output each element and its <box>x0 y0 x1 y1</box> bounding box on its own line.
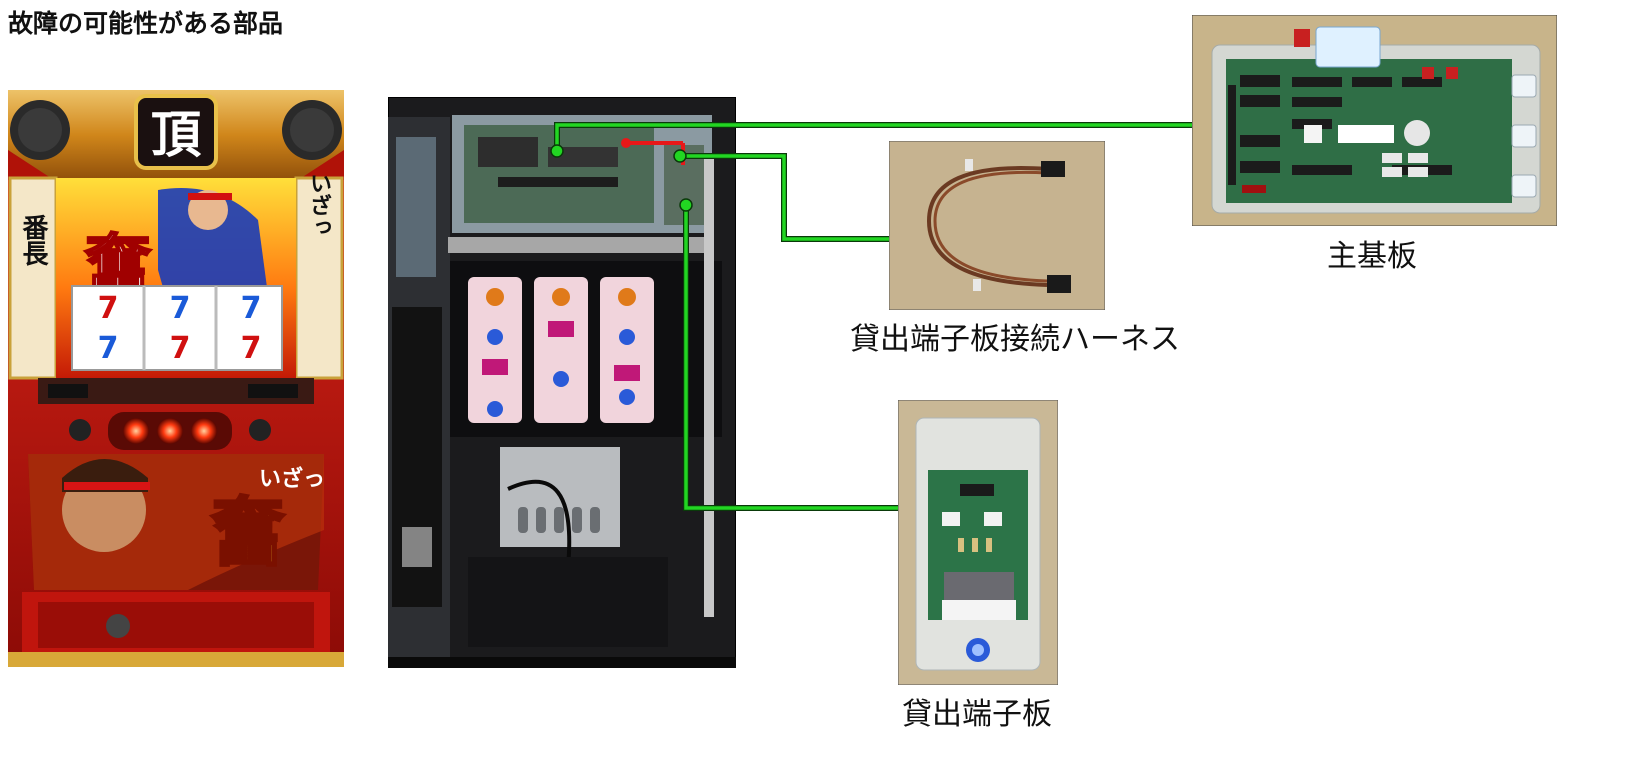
reel-symbol: 7 <box>98 291 119 326</box>
cabinet-interior-photo <box>388 97 736 668</box>
reel-symbol: 7 <box>98 331 119 366</box>
harness-label: 貸出端子板接続ハーネス <box>850 322 1180 357</box>
page-title: 故障の可能性がある部品 <box>8 9 284 38</box>
reel-symbol: 7 <box>170 291 191 326</box>
right-side-text: いざっ <box>306 172 332 238</box>
top-emblem-text: 頂 <box>151 105 202 164</box>
connector-harness <box>673 149 889 242</box>
connector-lending-board <box>679 198 898 511</box>
lower-logo-char: 奮 <box>211 490 285 576</box>
connector-main-board <box>550 122 1192 158</box>
main-board-photo <box>1192 15 1557 226</box>
lending-board-label: 貸出端子板 <box>902 697 1052 732</box>
reel-symbol: 7 <box>241 331 262 366</box>
lower-logo-script: いざっ <box>259 466 325 492</box>
reel-symbol: 7 <box>241 291 262 326</box>
lending-board-photo <box>898 400 1058 685</box>
harness-photo <box>889 141 1105 310</box>
harness-marker <box>621 138 685 165</box>
slot-machine-front-photo: 頂 番長 いざっ 奮 7 7 7 7 7 7 <box>8 90 344 667</box>
main-board-label: 主基板 <box>1327 239 1417 274</box>
reel-symbol: 7 <box>170 331 191 366</box>
left-side-text: 番長 <box>18 214 48 267</box>
